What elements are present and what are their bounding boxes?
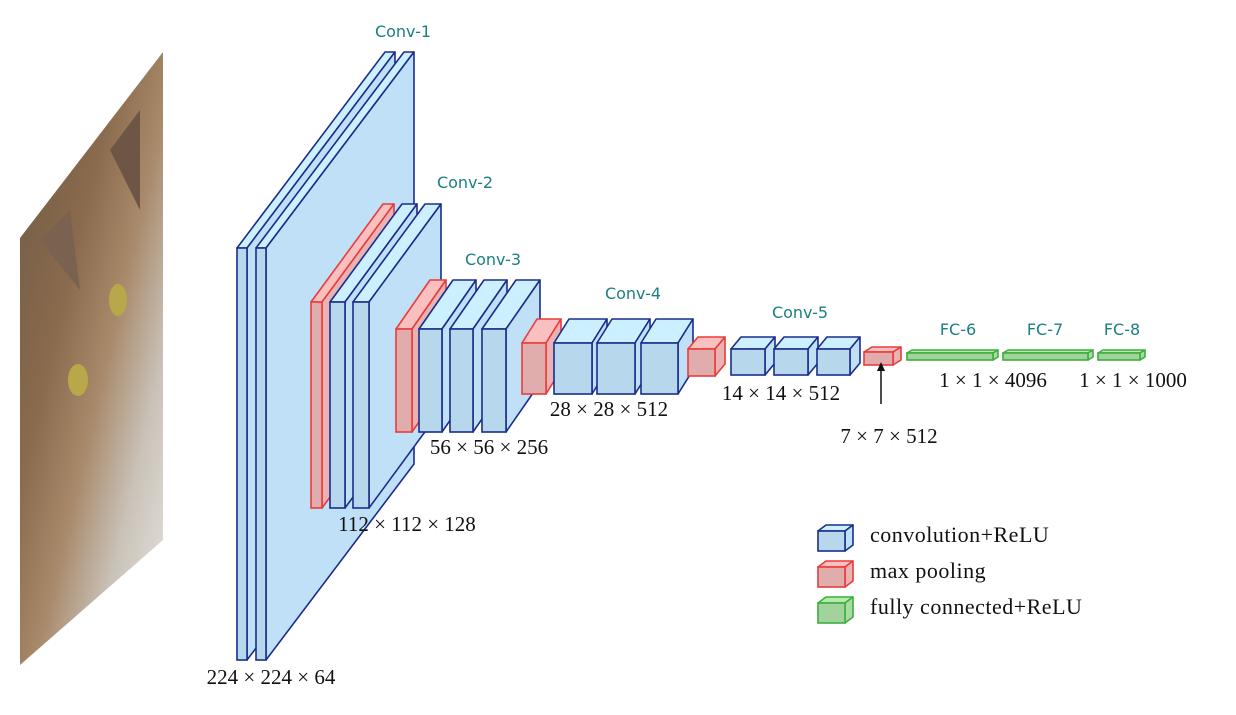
dimension-label: 14 × 14 × 512 [722, 381, 840, 405]
stage-label-conv-3: Conv-3 [465, 250, 521, 269]
legend-label: max pooling [870, 558, 986, 583]
stage-label-fc-6: FC-6 [940, 320, 976, 339]
cat-eye [109, 284, 127, 316]
conv5-layer [816, 336, 861, 376]
legend-label: fully connected+ReLU [870, 594, 1082, 619]
stage-label-conv-1: Conv-1 [375, 22, 431, 41]
dimension-label: 112 × 112 × 128 [338, 512, 476, 536]
stage-label-fc-7: FC-7 [1027, 320, 1063, 339]
fc8-layer [1097, 349, 1146, 361]
stage-label-conv-4: Conv-4 [605, 284, 661, 303]
legend-swatch-fc [817, 596, 854, 624]
conv5-layer [773, 336, 819, 376]
pool5-arrow [877, 362, 885, 404]
dimension-label: 224 × 224 × 64 [207, 665, 336, 689]
stage-label-fc-8: FC-8 [1104, 320, 1140, 339]
dimension-label: 1 × 1 × 1000 [1079, 368, 1187, 392]
dimension-label: 56 × 56 × 256 [430, 435, 548, 459]
dimension-label: 1 × 1 × 4096 [939, 368, 1047, 392]
conv5-layer [730, 336, 776, 376]
pool5-layer [863, 346, 902, 366]
cat-eye [68, 364, 88, 396]
fc7-layer [1002, 349, 1094, 361]
pool4-layer [687, 336, 726, 377]
legend-item-fc: fully connected+ReLU [817, 594, 1082, 624]
legend-swatch-conv [817, 524, 854, 552]
dimension-label: 7 × 7 × 512 [840, 424, 937, 448]
input-cat-image [20, 52, 163, 665]
legend-item-conv: convolution+ReLU [817, 522, 1049, 552]
stage-label-conv-2: Conv-2 [437, 173, 493, 192]
legend-swatch-pool [817, 560, 854, 588]
legend-label: convolution+ReLU [870, 522, 1049, 547]
dimension-label: 28 × 28 × 512 [550, 397, 668, 421]
conv4-layer [640, 318, 694, 395]
stage-label-conv-5: Conv-5 [772, 303, 828, 322]
fc6-layer [906, 349, 999, 361]
legend-item-pool: max pooling [817, 558, 986, 588]
